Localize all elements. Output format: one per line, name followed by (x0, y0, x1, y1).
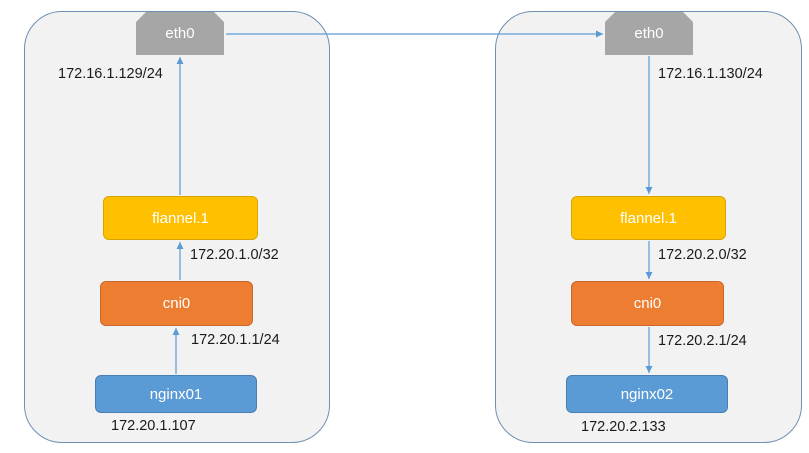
cni0-ip-right: 172.20.2.1/24 (658, 333, 747, 349)
eth0-label-left: eth0 (165, 25, 195, 42)
pod-label-left: nginx01 (149, 385, 203, 403)
eth0-ip-right: 172.16.1.130/24 (658, 66, 763, 82)
eth0-label-right: eth0 (634, 25, 664, 42)
cni0-bridge-right: cni0 (571, 281, 724, 326)
cni0-ip-left: 172.20.1.1/24 (191, 332, 280, 348)
flannel-interface-right: flannel.1 (571, 196, 726, 240)
flannel-ip-right: 172.20.2.0/32 (658, 247, 747, 263)
cni0-label-right: cni0 (633, 295, 662, 312)
cni0-bridge-left: cni0 (100, 281, 253, 326)
pod-label-right: nginx02 (620, 385, 674, 403)
flannel-label-left: flannel.1 (152, 209, 209, 227)
cni0-label-left: cni0 (162, 295, 191, 312)
flannel-interface-left: flannel.1 (103, 196, 258, 240)
flannel-ip-left: 172.20.1.0/32 (190, 247, 279, 263)
pod-ip-right: 172.20.2.133 (581, 419, 666, 435)
eth0-interface-left: eth0 (136, 12, 224, 55)
pod-nginx01: nginx01 (95, 375, 257, 413)
eth0-ip-left: 172.16.1.129/24 (58, 66, 163, 82)
eth0-interface-right: eth0 (605, 12, 693, 55)
pod-nginx02: nginx02 (566, 375, 728, 413)
pod-ip-left: 172.20.1.107 (111, 418, 196, 434)
flannel-label-right: flannel.1 (620, 209, 677, 227)
